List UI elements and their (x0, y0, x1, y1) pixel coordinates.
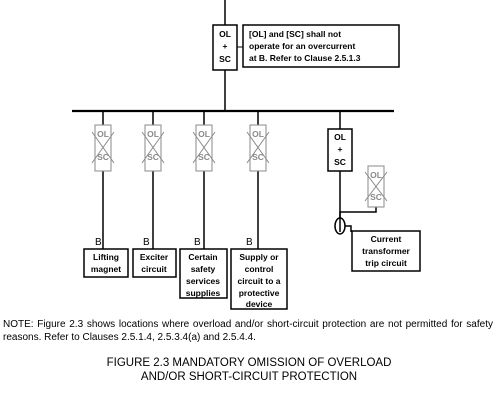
svg-text:control: control (245, 264, 274, 274)
svg-text:device: device (246, 299, 273, 309)
branch-protected: OL + SC OL SC (327, 111, 388, 235)
svg-text:SC: SC (219, 54, 231, 64)
svg-text:OL: OL (147, 129, 159, 139)
svg-text:SC: SC (370, 192, 382, 202)
load-protective-device-supply: Supply or control circuit to a protectiv… (230, 248, 288, 310)
svg-text:at B. Refer to Clause 2.5.1.3: at B. Refer to Clause 2.5.1.3 (249, 53, 361, 63)
figure-note: NOTE: Figure 2.3 shows locations where o… (3, 319, 493, 343)
svg-text:+: + (338, 144, 343, 154)
svg-text:circuit: circuit (141, 264, 167, 274)
svg-text:circuit to a: circuit to a (238, 276, 281, 286)
omitted-device-4: OL SC (246, 124, 270, 172)
svg-text:OL: OL (198, 129, 210, 139)
svg-text:transformer: transformer (362, 246, 410, 256)
svg-text:OL: OL (370, 170, 382, 180)
svg-text:trip circuit: trip circuit (365, 258, 407, 268)
branch-protective-device-supply: OL SC B (246, 111, 270, 252)
svg-text:SC: SC (334, 157, 346, 167)
omitted-device-1: OL SC (91, 124, 115, 172)
svg-text:services: services (186, 276, 220, 286)
callout-box: [OL] and [SC] shall not operate for an o… (242, 24, 400, 68)
load-exciter-circuit: Exciter circuit (132, 248, 177, 278)
svg-text:SC: SC (252, 152, 264, 162)
load-safety-services: Certain safety services supplies (179, 248, 228, 299)
svg-text:[OL] and [SC] shall not: [OL] and [SC] shall not (249, 29, 341, 39)
branch-exciter-circuit: OL SC B (141, 111, 165, 252)
branch-lifting-magnet: OL SC B (91, 111, 115, 252)
omitted-device-ct: OL SC (364, 165, 388, 208)
svg-text:B: B (194, 237, 201, 248)
omitted-device-2: OL SC (141, 124, 165, 172)
svg-text:+: + (223, 41, 228, 51)
svg-text:Certain: Certain (188, 252, 217, 262)
svg-text:operate for an overcurrent: operate for an overcurrent (249, 41, 355, 51)
svg-text:supplies: supplies (186, 288, 221, 298)
load-lifting-magnet: Lifting magnet (83, 248, 129, 278)
svg-text:OL: OL (219, 29, 231, 39)
omitted-device-3: OL SC (192, 124, 216, 172)
svg-text:Exciter: Exciter (140, 252, 169, 262)
svg-text:safety: safety (191, 264, 216, 274)
figure-caption: FIGURE 2.3 MANDATORY OMISSION OF OVERLOA… (0, 356, 498, 384)
svg-text:protective: protective (239, 288, 280, 298)
svg-text:Supply or: Supply or (239, 252, 279, 262)
svg-text:magnet: magnet (91, 264, 121, 274)
svg-text:OL: OL (97, 129, 109, 139)
branch-safety-services: OL SC B (192, 111, 216, 252)
ct-trip-circuit: Current transformer trip circuit (351, 230, 421, 272)
svg-text:Current: Current (371, 234, 402, 244)
svg-text:SC: SC (97, 152, 109, 162)
svg-text:SC: SC (147, 152, 159, 162)
svg-text:B: B (246, 237, 253, 248)
svg-text:B: B (95, 237, 102, 248)
caption-line-1: FIGURE 2.3 MANDATORY OMISSION OF OVERLOA… (106, 357, 392, 369)
branch-protective-device: OL + SC (327, 128, 353, 172)
svg-text:SC: SC (198, 152, 210, 162)
svg-text:B: B (143, 237, 150, 248)
svg-text:OL: OL (252, 129, 264, 139)
svg-text:OL: OL (334, 132, 346, 142)
svg-text:Lifting: Lifting (93, 252, 119, 262)
main-protective-device: OL + SC (212, 24, 238, 71)
caption-line-2: AND/OR SHORT-CIRCUIT PROTECTION (140, 371, 358, 383)
